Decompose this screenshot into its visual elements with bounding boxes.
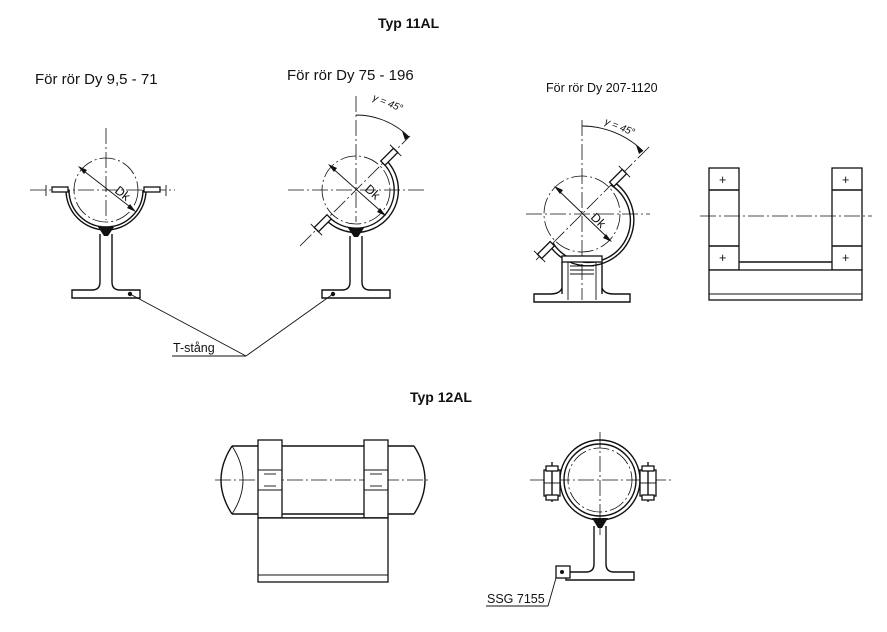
label-range-large: För rör Dy 207-1120 xyxy=(546,81,658,95)
dim-angle-medium: γ = 45° xyxy=(371,93,404,115)
view-small-pipe-support: För rör Dy 9,5 - 71 Dk xyxy=(30,71,175,299)
title-typ-12al: Typ 12AL xyxy=(410,389,472,405)
svg-text:+: + xyxy=(719,173,726,187)
t-bar-callout: T-stång xyxy=(129,293,334,357)
view-12al-front: SSG 7155 xyxy=(486,432,672,607)
title-typ-11al: Typ 11AL xyxy=(378,15,440,31)
svg-text:+: + xyxy=(842,251,849,265)
svg-text:+: + xyxy=(719,251,726,265)
view-12al-side xyxy=(215,439,430,583)
label-t-bar: T-stång xyxy=(173,341,215,355)
view-large-pipe-support: För rör Dy 207-1120 Dk γ = 45° xyxy=(526,81,658,303)
label-range-medium: För rör Dy 75 - 196 xyxy=(287,67,414,84)
label-ssg: SSG 7155 xyxy=(487,592,545,606)
view-side-large: + + + + xyxy=(700,167,872,301)
dim-dk-large: Dk xyxy=(588,210,609,231)
dim-angle-large: γ = 45° xyxy=(603,117,636,139)
dim-dk-medium: Dk xyxy=(362,182,383,203)
view-medium-pipe-support: För rör Dy 75 - 196 Dk γ = 45° xyxy=(287,67,426,299)
svg-text:+: + xyxy=(842,173,849,187)
dim-dk-small: Dk xyxy=(112,183,133,204)
label-range-small: För rör Dy 9,5 - 71 xyxy=(35,71,158,88)
